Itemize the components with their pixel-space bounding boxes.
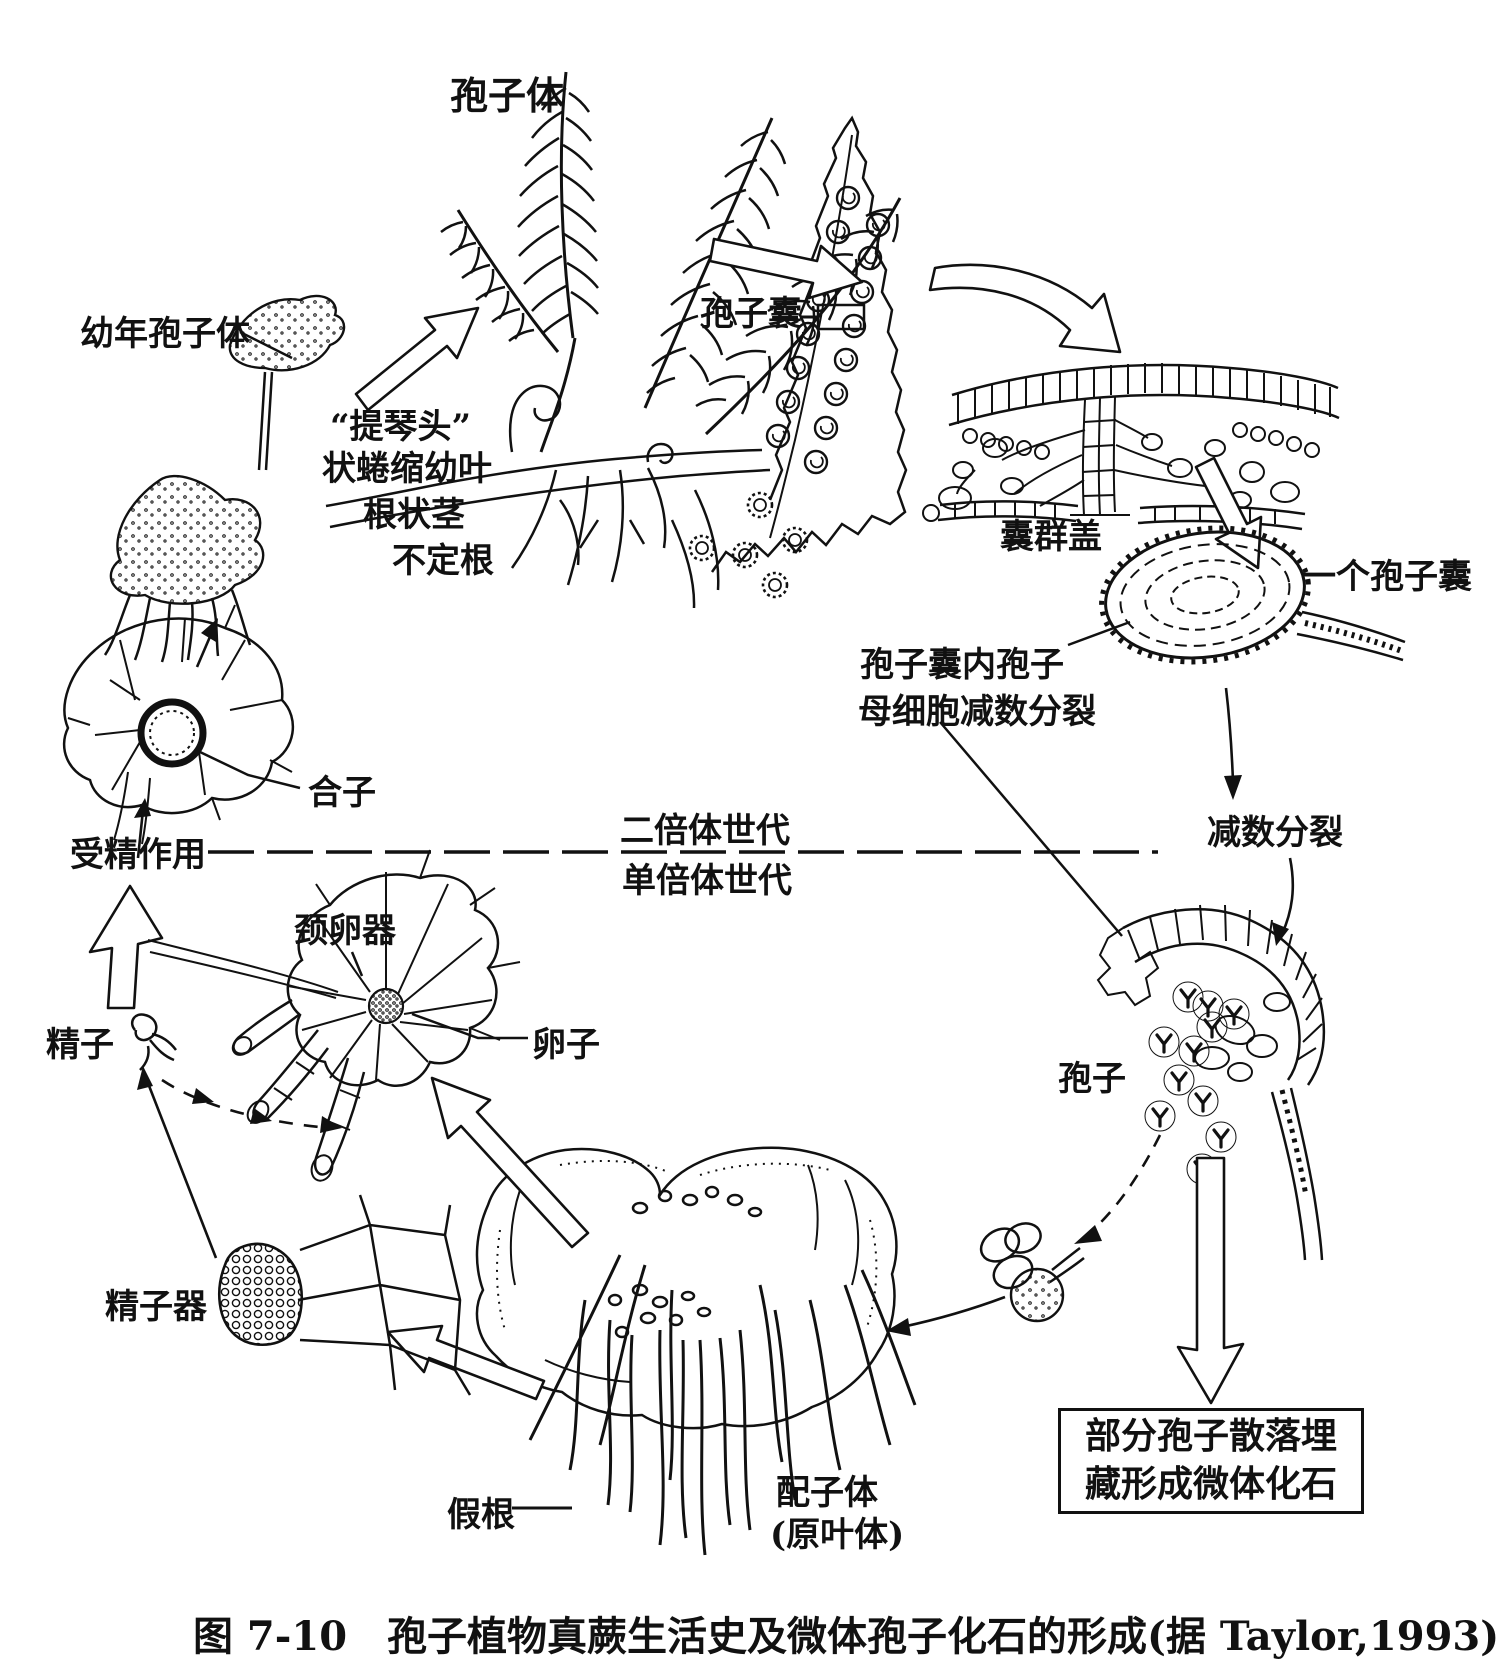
sperm-drawing bbox=[130, 1013, 177, 1071]
fossil-note-box: 部分孢子散落埋 藏形成微体化石 bbox=[1058, 1408, 1364, 1514]
sperm-release-line bbox=[137, 1066, 218, 1259]
arrow-prothallus-to-archegonium bbox=[430, 1076, 590, 1249]
label-gametophyte-line2: (原叶体) bbox=[770, 1515, 905, 1555]
sorus-section-drawing bbox=[922, 363, 1340, 531]
arrow-pinna-to-section bbox=[928, 263, 1122, 354]
sporangium-stalk bbox=[1296, 610, 1406, 662]
label-young-sporophyte: 幼年孢子体 bbox=[80, 314, 250, 354]
fossil-note-line2: 藏形成微体化石 bbox=[1084, 1463, 1337, 1505]
arrow-meiosis-down bbox=[1272, 857, 1295, 946]
arrow-fern-to-pinna bbox=[708, 237, 864, 300]
label-rhizoid: 假根 bbox=[447, 1495, 515, 1535]
fertile-pinna-drawing bbox=[670, 115, 908, 609]
label-rhizome: 根状茎 bbox=[363, 495, 465, 535]
figure-caption: 图 7-10 孢子植物真蕨生活史及微体孢子化石的形成(据 Taylor,1993… bbox=[193, 1613, 1500, 1660]
spores-trilete bbox=[1143, 980, 1251, 1186]
label-egg: 卵子 bbox=[532, 1025, 600, 1065]
young-sporophyte-drawing bbox=[103, 294, 346, 663]
leader-note-to-sporangium bbox=[1067, 620, 1131, 647]
archegonium-drawing bbox=[231, 849, 528, 1182]
arrow-zygote-to-young bbox=[195, 618, 218, 668]
dashed-arrow-spore-fall bbox=[1074, 1134, 1162, 1244]
arrow-sperm-to-fertilization bbox=[88, 884, 164, 1010]
label-haploid-generation: 单倍体世代 bbox=[622, 861, 792, 901]
zygote-drawing bbox=[62, 604, 301, 859]
label-sperm: 精子 bbox=[46, 1025, 114, 1065]
arrow-young-to-fern bbox=[354, 306, 480, 412]
label-sporangium: 孢子囊 bbox=[700, 294, 802, 334]
label-meiosis-note-line1: 孢子囊内孢子 bbox=[860, 645, 1064, 685]
single-sporangium-drawing bbox=[1099, 525, 1311, 665]
label-adventitious-roots: 不定根 bbox=[392, 541, 494, 581]
arrow-spore-to-prothallus bbox=[886, 1295, 1006, 1336]
label-archegonium: 颈卵器 bbox=[294, 911, 396, 951]
label-one-sporangium: 一个孢子囊 bbox=[1302, 557, 1472, 597]
leader-note-to-opened-sporangium bbox=[939, 721, 1123, 937]
label-indusium: 囊群盖 bbox=[1000, 517, 1102, 557]
label-fiddlehead-line2: 状蜷缩幼叶 bbox=[322, 449, 492, 489]
fern-sporophyte-drawing bbox=[325, 71, 902, 586]
germinating-spore-drawing bbox=[979, 1222, 1085, 1323]
opened-sporangium-drawing bbox=[1096, 904, 1326, 1261]
label-fertilization: 受精作用 bbox=[70, 835, 206, 875]
prothallus-drawing bbox=[475, 1146, 917, 1556]
label-antheridium: 精子器 bbox=[105, 1287, 207, 1327]
label-meiosis: 减数分裂 bbox=[1207, 813, 1343, 853]
label-meiosis-note-line2: 母细胞减数分裂 bbox=[858, 692, 1096, 732]
label-gametophyte-line1: 配子体 bbox=[776, 1473, 878, 1513]
label-sporophyte: 孢子体 bbox=[450, 73, 565, 118]
label-fiddlehead-line1: “提琴头” bbox=[330, 407, 472, 447]
leader-young-sporophyte bbox=[239, 330, 293, 360]
arrow-sporangium-down bbox=[1224, 687, 1242, 800]
label-spore: 孢子 bbox=[1058, 1059, 1126, 1099]
arrow-spores-to-fossil-box bbox=[1176, 1156, 1245, 1405]
label-diploid-generation: 二倍体世代 bbox=[620, 811, 790, 851]
sperm-to-egg-lines bbox=[147, 939, 339, 999]
arrow-section-to-sporangium bbox=[1194, 456, 1263, 570]
fossil-note-line1: 部分孢子散落埋 bbox=[1084, 1415, 1337, 1458]
label-zygote: 合子 bbox=[308, 773, 376, 813]
antheridium-drawing bbox=[218, 1194, 472, 1396]
